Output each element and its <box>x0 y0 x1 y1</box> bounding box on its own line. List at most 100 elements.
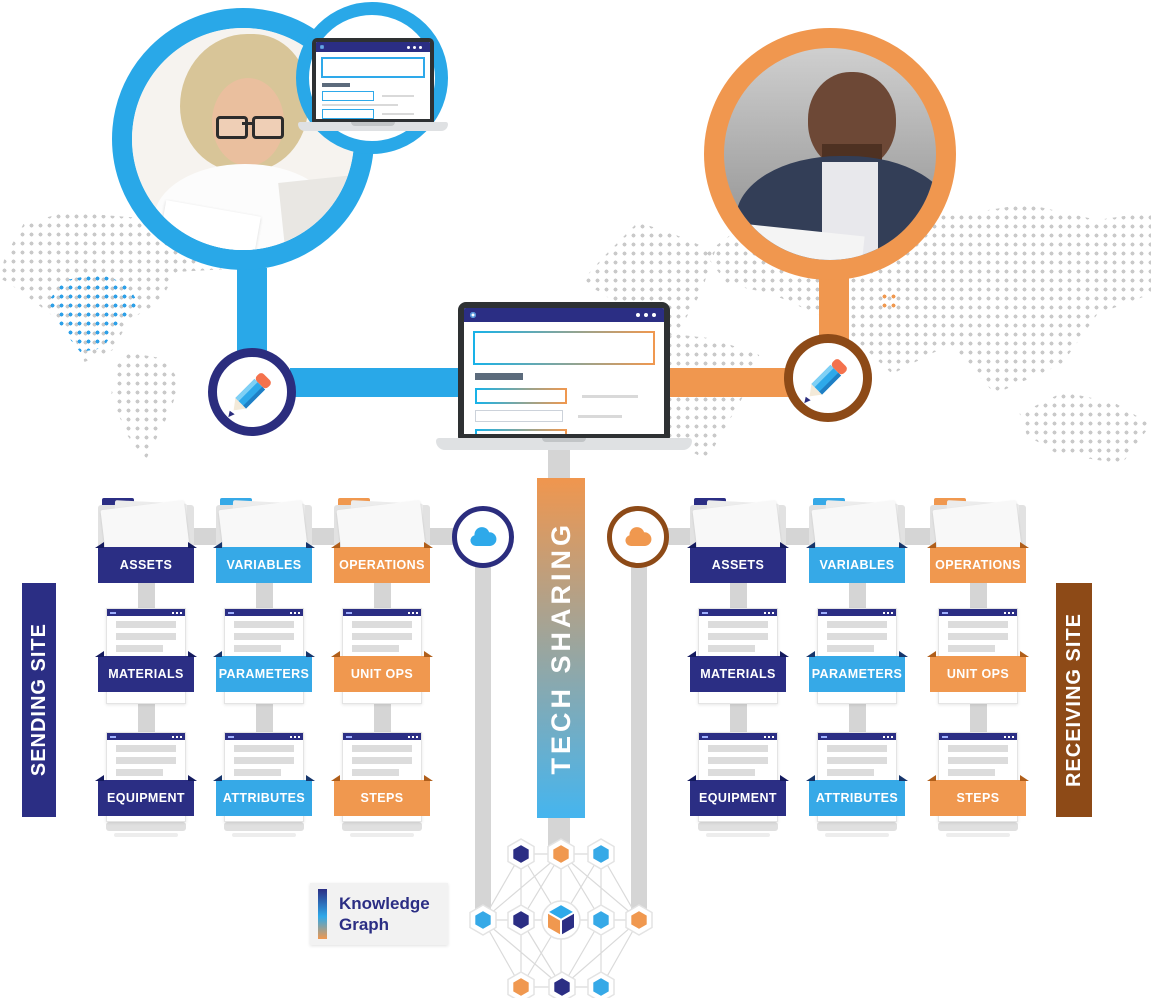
gradient-strip-icon <box>318 889 327 939</box>
connector <box>256 582 273 610</box>
hexagon-node <box>507 971 535 998</box>
document-icon <box>698 732 778 822</box>
folder-ribbon: PARAMETERS <box>213 651 315 692</box>
folder-ribbon: VARIABLES <box>806 542 908 583</box>
folder-label: PARAMETERS <box>811 667 903 681</box>
pencil-icon <box>228 373 271 418</box>
folder-label: UNIT OPS <box>350 667 414 681</box>
banner-drop-bar <box>548 816 570 848</box>
folder-label: PARAMETERS <box>218 667 310 681</box>
window-dots-icon <box>652 313 656 317</box>
sending-site-banner: SENDING SITE <box>22 583 56 817</box>
form-line <box>582 394 638 398</box>
folder-label: EQUIPMENT <box>107 791 185 805</box>
map-region-oceania <box>1019 392 1151 464</box>
tray-shadow <box>114 833 178 837</box>
folder-ribbon: PARAMETERS <box>806 651 908 692</box>
woman-avatar <box>132 28 354 250</box>
window-icon <box>470 312 476 318</box>
connector <box>730 582 747 610</box>
tray <box>817 822 897 831</box>
connector <box>849 702 866 732</box>
form-input <box>475 410 563 422</box>
folder-label: VARIABLES <box>819 558 895 572</box>
form-line <box>578 414 622 418</box>
folder-label: OPERATIONS <box>339 558 425 572</box>
laptop-main-base <box>436 438 692 450</box>
folder-label: ASSETS <box>119 558 173 572</box>
tech-sharing-banner: TECH SHARING <box>537 478 585 818</box>
tray <box>106 822 186 831</box>
folder-ribbon: EQUIPMENT <box>95 775 197 816</box>
cube-icon <box>541 900 581 940</box>
folder-label: ATTRIBUTES <box>222 791 306 805</box>
tray-shadow <box>706 833 770 837</box>
laptop-stand-bar <box>548 448 570 480</box>
connector <box>970 702 987 732</box>
connector <box>374 582 391 610</box>
connector <box>138 582 155 610</box>
form-header-box <box>321 57 425 78</box>
hexagon-node <box>625 904 653 936</box>
laptop-small-screen <box>312 38 434 123</box>
form-label-bar <box>322 83 350 87</box>
cloud-icon <box>470 527 497 547</box>
hexagon-node <box>469 904 497 936</box>
folder-ribbon: OPERATIONS <box>331 542 433 583</box>
folder-ribbon: OPERATIONS <box>927 542 1029 583</box>
connector <box>730 702 747 732</box>
connector <box>374 702 391 732</box>
receiving-site-label: RECEIVING SITE <box>1062 612 1085 788</box>
form-input <box>475 388 567 404</box>
hexagon-node <box>587 904 615 936</box>
folder-column-sending-operations: OPERATIONS UNIT OPS STEPS <box>326 496 438 841</box>
folder-label: STEPS <box>360 791 404 805</box>
hexagon-node <box>548 971 576 998</box>
folder-ribbon: UNIT OPS <box>331 651 433 692</box>
folder-label: EQUIPMENT <box>699 791 777 805</box>
folder-ribbon: STEPS <box>927 775 1029 816</box>
folder-ribbon: VARIABLES <box>213 542 315 583</box>
folder-label: STEPS <box>956 791 1000 805</box>
folder-ribbon: MATERIALS <box>687 651 789 692</box>
cloud-drop-bar-right <box>631 560 647 910</box>
hexagon-node <box>587 971 615 998</box>
receiving-site-banner: RECEIVING SITE <box>1056 583 1092 817</box>
hexagon-node <box>507 838 535 870</box>
connector-blue-horizontal <box>290 368 466 397</box>
pencil-icon <box>804 359 847 404</box>
pencil-circle-left <box>208 348 296 436</box>
folder-label: UNIT OPS <box>946 667 1010 681</box>
knowledge-graph-label: Knowledge Graph <box>310 883 448 945</box>
hexagon-node <box>587 838 615 870</box>
knowledge-graph <box>469 838 653 998</box>
form-input <box>322 109 374 119</box>
folder-column-receiving-operations: OPERATIONS UNIT OPS STEPS <box>922 496 1034 841</box>
connector <box>849 582 866 610</box>
pencil-circle-right <box>784 334 872 422</box>
form-line <box>382 113 414 115</box>
laptop-main-screen <box>458 302 670 440</box>
connector-orange-horizontal <box>662 368 792 397</box>
tech-sharing-label: TECH SHARING <box>545 521 576 775</box>
form-input <box>475 429 567 434</box>
map-region-south-america <box>111 352 181 460</box>
tray-shadow <box>946 833 1010 837</box>
laptop-main-titlebar <box>464 308 664 322</box>
cloud-drop-bar-left <box>475 560 491 910</box>
folder-label: ASSETS <box>711 558 765 572</box>
connector <box>256 702 273 732</box>
folder-label: MATERIALS <box>700 667 776 681</box>
tray-shadow <box>350 833 414 837</box>
map-highlight-orange-dot <box>880 292 899 311</box>
tray-shadow <box>825 833 889 837</box>
folder-label: VARIABLES <box>226 558 302 572</box>
folder-ribbon: STEPS <box>331 775 433 816</box>
man-avatar <box>724 48 936 260</box>
form-label-bar <box>475 373 523 380</box>
cloud-circle-right <box>607 506 669 568</box>
tray <box>342 822 422 831</box>
connector <box>138 702 155 732</box>
form-line <box>322 104 398 106</box>
